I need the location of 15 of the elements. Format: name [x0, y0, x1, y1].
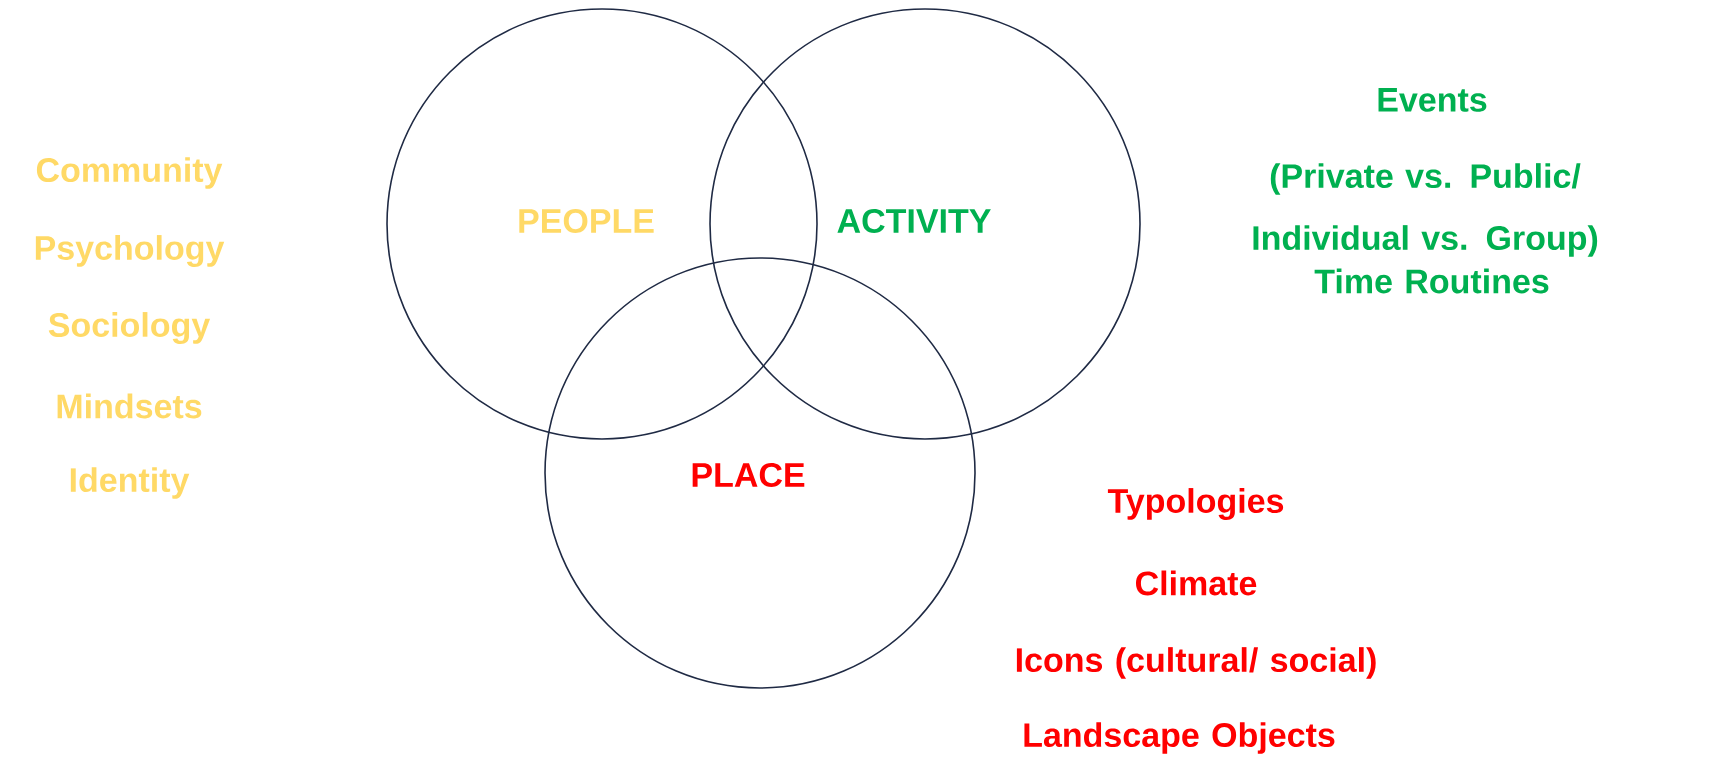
list-item: Psychology [35, 235, 225, 267]
circle-label: PEOPLE [519, 208, 654, 233]
list-item: Climate [1136, 570, 1257, 596]
circle-label: PLACE [692, 462, 805, 487]
list-item: Events [1378, 88, 1487, 112]
list-item: Typologies [1107, 488, 1284, 520]
list-item: Identity [70, 467, 190, 499]
list-item: Community [36, 157, 223, 189]
list-item: (Private vs. Public/ Individual vs. Group) [1253, 163, 1598, 257]
list-item: Mindsets [57, 393, 202, 419]
list-item: Landscape Objects [1024, 722, 1335, 754]
list-item: Time Routines [1314, 268, 1549, 294]
list-item: Icons (cultural/ social) [1016, 647, 1376, 679]
circle-label: ACTIVITY [837, 208, 991, 233]
list-item: Sociology [48, 312, 211, 344]
